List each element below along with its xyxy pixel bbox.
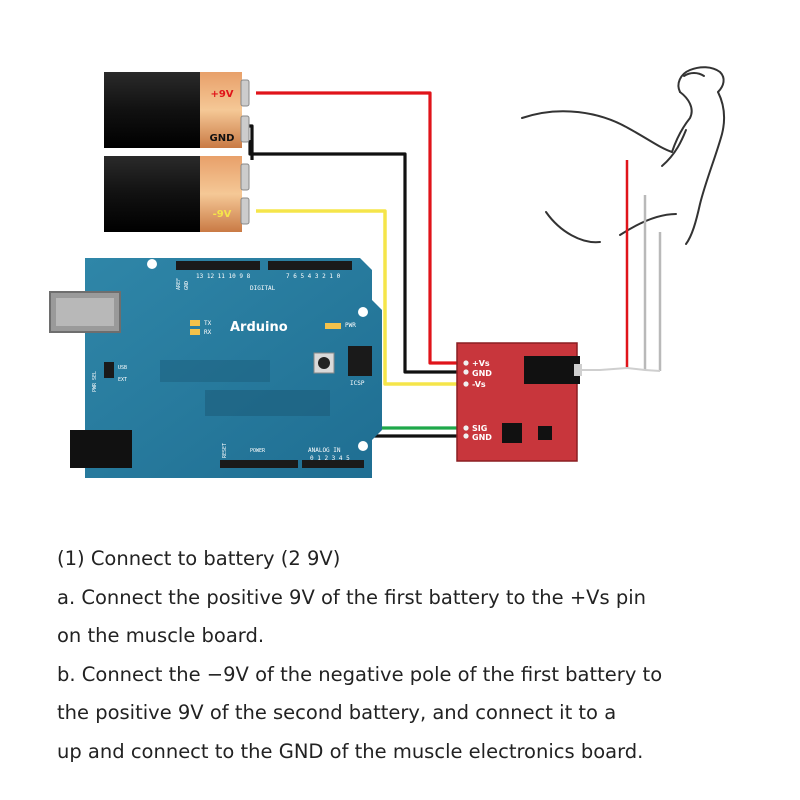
pin-sig-label: SIG	[472, 424, 487, 433]
instructions-line-b3: up and connect to the GND of the muscle …	[57, 739, 644, 763]
instructions-line-b2: the positive 9V of the second battery, a…	[57, 701, 617, 724]
pin-gnd2-label: GND	[472, 433, 492, 442]
red-wire	[256, 91, 463, 365]
wiring-diagram: +9V GND -9V	[49, 66, 726, 478]
arm-illustration	[521, 66, 726, 245]
arduino-brand: Arduino	[230, 320, 288, 335]
yellow-wire	[256, 209, 463, 386]
battery2-negative-label: -9V	[213, 209, 232, 220]
arduino-tx-label: TX	[204, 320, 212, 327]
icsp-header	[348, 346, 372, 376]
instructions-heading: (1) Connect to battery (2 9V)	[57, 547, 341, 570]
pin-vs-minus-label: -Vs	[472, 380, 486, 389]
arduino-board: Arduino DIGITAL 13 12 11 10 9 8 7 6 5 4 …	[49, 258, 382, 478]
battery1-positive-label: +9V	[210, 89, 233, 100]
arduino-digital-label: DIGITAL	[250, 285, 276, 292]
battery-1: +9V GND	[104, 72, 250, 148]
black-wire-gnd	[248, 140, 463, 374]
arduino-gnd-label: GND	[184, 281, 190, 290]
instructions: (1) Connect to battery (2 9V) a. Connect…	[57, 540, 777, 771]
instructions-line-a2: on the muscle board.	[57, 624, 265, 647]
power-jack	[70, 430, 132, 468]
arduino-rx-label: RX	[204, 329, 212, 336]
arduino-reset-label: RESET	[222, 443, 228, 458]
arduino-icsp-label: ICSP	[350, 380, 365, 387]
arduino-pwr-sel-label: PWR SEL	[92, 371, 98, 392]
arduino-ext-label: EXT	[118, 377, 127, 383]
arduino-analog-label: ANALOG IN	[308, 447, 341, 454]
arduino-pwr-label: PWR	[345, 322, 356, 329]
arduino-usb-label: USB	[118, 365, 127, 371]
arduino-digital-pins: 7 6 5 4 3 2 1 0	[286, 273, 341, 280]
pin-vs-plus-label: +Vs	[472, 359, 490, 368]
battery-2: -9V	[104, 156, 250, 232]
instructions-line-a1: a. Connect the positive 9V of the first …	[57, 585, 647, 609]
pin-gnd-label: GND	[472, 369, 492, 378]
battery1-gnd-label: GND	[210, 133, 235, 144]
microcontroller-chip	[205, 390, 330, 416]
electrode-cable-bundle	[576, 367, 661, 372]
electrode-connector	[524, 356, 580, 384]
arduino-analog-pins: 0 1 2 3 4 5	[310, 455, 350, 462]
arduino-aref-label: AREF	[176, 278, 182, 290]
arduino-digital-pins-high: 13 12 11 10 9 8	[196, 273, 251, 280]
arduino-power-label: POWER	[250, 448, 266, 454]
muscle-sensor-board: +Vs GND -Vs SIG GND	[456, 342, 582, 462]
instructions-line-b1: b. Connect the −9V of the negative pole …	[57, 662, 663, 686]
